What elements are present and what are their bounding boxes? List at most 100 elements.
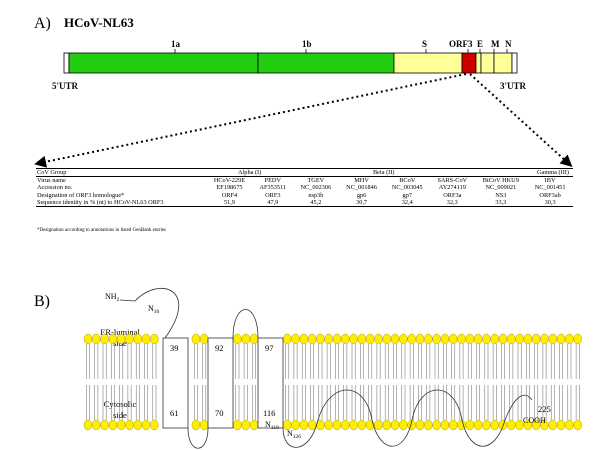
tm-helix-2	[207, 337, 234, 429]
table-row: Sequence identity in % (nt) to HCoV-NL63…	[36, 198, 573, 207]
tm-helices	[162, 337, 284, 429]
cytosolic-label: Cytosolic side	[104, 399, 137, 420]
header-beta: Beta (II)	[292, 167, 475, 178]
table-cell: 30,3	[527, 198, 573, 207]
lipid-headgroup	[341, 333, 350, 345]
lipid-headgroup	[357, 333, 367, 345]
lipid-headgroup	[465, 419, 474, 431]
n16-label: N16	[148, 304, 160, 315]
lipid-headgroup	[424, 333, 433, 345]
lipid-headgroup	[449, 333, 458, 345]
lipid-headgroup	[249, 333, 259, 345]
top-headgroups	[83, 333, 582, 345]
lipid-headgroup	[556, 419, 566, 431]
lipid-headgroup	[473, 333, 483, 345]
table-cell: AF353511	[259, 184, 287, 192]
lipid-headgroup	[374, 419, 383, 431]
orf3-homologue-table: CoV Group Alpha (I) Beta (II) Gamma (III…	[36, 167, 573, 207]
header-alpha: Alpha (I)	[206, 167, 293, 178]
table-cell: EF198675	[216, 184, 243, 192]
table-cell: nsp3b	[308, 191, 324, 199]
lipid-headgroup	[241, 419, 250, 431]
lipid-headgroup	[341, 419, 350, 431]
lipid-headgroup	[357, 419, 367, 431]
residue-61: 61	[170, 408, 179, 418]
lipid-headgroup	[457, 333, 466, 345]
lipid-headgroup	[332, 333, 342, 345]
genome-bar	[63, 52, 518, 74]
lipid-headgroup	[523, 333, 533, 345]
n119-label: N119	[265, 420, 279, 431]
gene-ticks	[174, 49, 508, 53]
table-cell: 51,9	[206, 198, 253, 207]
cytosolic-line1: Cytosolic	[104, 399, 137, 409]
e-segment	[475, 52, 482, 74]
lipid-headgroup	[199, 419, 209, 431]
utr3-segment	[511, 52, 518, 74]
lipid-headgroup	[299, 333, 308, 345]
gene-label-m: M	[491, 39, 500, 49]
header-cov-group: CoV Group	[36, 167, 207, 178]
table-cell: 30,7	[338, 198, 385, 207]
lipid-headgroup	[366, 333, 375, 345]
lipid-headgroup	[548, 419, 557, 431]
lipid-headgroup	[573, 419, 582, 431]
lipid-headgroup	[399, 419, 408, 431]
residue-labels: 39 92 97 61 70 116	[170, 343, 275, 418]
table-row-label: Designation of ORF3 homologue*	[37, 191, 125, 199]
table-cell: 45,2	[292, 198, 339, 207]
lipid-headgroup	[482, 419, 491, 431]
lipid-headgroup	[133, 333, 143, 345]
table-cell: NC_001451	[534, 184, 566, 192]
table-cell: NC_009021	[485, 184, 517, 192]
residue-70: 70	[215, 408, 224, 418]
lipid-headgroup	[407, 333, 416, 345]
tm-helix-3	[257, 337, 284, 429]
table-row-label: Sequence identity in % (nt) to HCoV-NL63…	[36, 198, 207, 207]
table-cell: ORF3a	[443, 191, 462, 199]
table-row-label: Virus name	[37, 177, 66, 185]
n16-text: N16	[148, 304, 160, 315]
table-cell: IBV	[544, 177, 556, 185]
lipid-headgroup	[507, 419, 516, 431]
lipid-headgroup	[382, 333, 391, 345]
residue-92: 92	[215, 343, 224, 353]
polypeptide-chain	[134, 287, 533, 449]
orf3-segment	[461, 52, 477, 74]
lipid-headgroup	[490, 419, 499, 431]
gene-label-n: N	[505, 39, 512, 49]
residue-97: 97	[265, 343, 274, 353]
lipid-headgroup	[299, 419, 308, 431]
lipid-headgroup	[349, 333, 358, 345]
lipid-headgroup	[133, 419, 143, 431]
table-cell: 33,3	[474, 198, 528, 207]
table-cell: TGEV	[307, 177, 325, 185]
s-segment	[393, 52, 463, 74]
lipid-headgroup	[424, 419, 433, 431]
lipid-headgroup	[316, 333, 325, 345]
lipid-headgroup	[83, 419, 93, 431]
lipid-headgroup	[199, 333, 209, 345]
gene-label-e: E	[477, 39, 483, 49]
gene-label-s: S	[422, 39, 427, 49]
cooh-terminus: COOH	[523, 416, 546, 425]
m-segment	[480, 52, 495, 74]
table-cell: MHV	[354, 177, 369, 185]
lipid-headgroup	[565, 333, 574, 345]
lipid-headgroup	[249, 419, 259, 431]
table-cell: SARS-CoV	[437, 177, 468, 185]
lipid-headgroup	[457, 419, 466, 431]
nh2-label: NH2	[105, 292, 120, 303]
table-cell: 32,3	[430, 198, 475, 207]
table-cell: gp6	[356, 191, 367, 199]
table-cell: ORF3	[265, 191, 281, 199]
lipid-headgroup	[150, 333, 159, 345]
table-cell: NS3	[495, 191, 507, 199]
lipid-headgroup	[83, 333, 93, 345]
table-cell: AY274119	[438, 184, 466, 192]
lipid-headgroup	[92, 333, 101, 345]
table-cell: NC_001846	[346, 184, 377, 192]
lipid-headgroup	[515, 333, 524, 345]
utr5-segment	[63, 52, 70, 74]
